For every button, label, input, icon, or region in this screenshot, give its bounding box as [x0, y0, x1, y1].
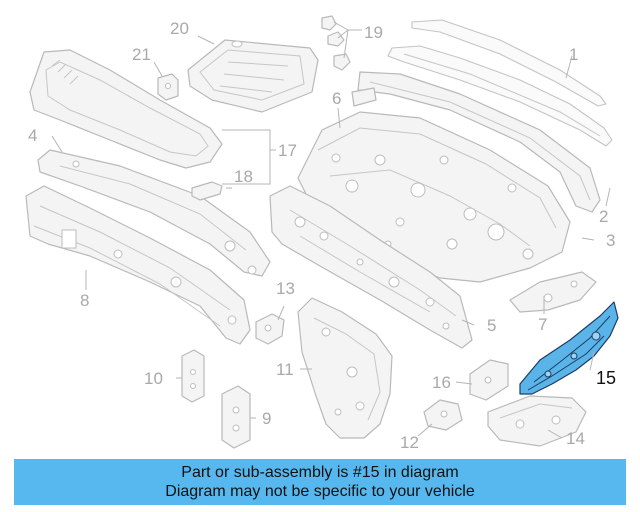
callout-13: 13 — [276, 279, 295, 298]
part-21-clip — [157, 73, 179, 101]
callout-7: 7 — [538, 315, 547, 334]
part-12-bracket — [423, 399, 463, 431]
part-19-fasteners — [321, 15, 351, 71]
part-14-bracket — [487, 395, 587, 447]
callout-20: 20 — [170, 19, 189, 38]
callout-6: 6 — [332, 89, 341, 108]
part-17-cowl-grille — [29, 49, 223, 169]
part-4-strip — [37, 149, 271, 277]
callout-1: 1 — [569, 45, 578, 64]
part-13-plate — [255, 313, 285, 345]
callout-19: 19 — [364, 23, 383, 42]
parts-diagram: 1 2 3 4 5 6 7 8 9 10 11 12 13 14 15 16 1… — [25, 15, 619, 452]
callout-4: 4 — [28, 126, 37, 145]
callout-labels: 1 2 3 4 5 6 7 8 9 10 11 12 13 14 15 16 1… — [28, 19, 616, 452]
callout-10: 10 — [144, 369, 163, 388]
part-11-pillar-panel — [297, 297, 393, 439]
callout-16: 16 — [432, 373, 451, 392]
callout-21: 21 — [132, 45, 151, 64]
part-7-bracket — [509, 271, 597, 313]
callout-9: 9 — [262, 409, 271, 428]
part-8-crossmember — [25, 185, 251, 345]
callout-11: 11 — [276, 360, 294, 379]
callout-15: 15 — [596, 368, 616, 388]
part-6-dash-panel — [297, 111, 571, 283]
part-5-lower-dash — [269, 185, 473, 349]
part-16-bracket — [469, 359, 509, 401]
part-1-header-strip — [387, 19, 613, 147]
info-banner: Part or sub-assembly is #15 in diagram D… — [14, 459, 626, 505]
part-18-bracket — [191, 181, 223, 201]
callout-2: 2 — [599, 207, 608, 226]
callout-14: 14 — [566, 429, 585, 448]
leader-lines — [51, 21, 611, 439]
callout-17: 17 — [278, 141, 297, 160]
banner-line-2: Diagram may not be specific to your vehi… — [165, 483, 475, 500]
part-9-bracket — [221, 385, 251, 449]
callout-18: 18 — [234, 167, 253, 186]
part-2-rail — [351, 71, 601, 213]
part-10-bracket — [181, 349, 205, 403]
callout-12: 12 — [400, 433, 419, 452]
part-15-highlighted — [519, 301, 619, 395]
callout-5: 5 — [487, 316, 496, 335]
part-20-tray — [187, 39, 319, 113]
banner-line-1: Part or sub-assembly is #15 in diagram — [181, 464, 459, 481]
callout-3: 3 — [606, 231, 615, 250]
callout-8: 8 — [80, 291, 89, 310]
